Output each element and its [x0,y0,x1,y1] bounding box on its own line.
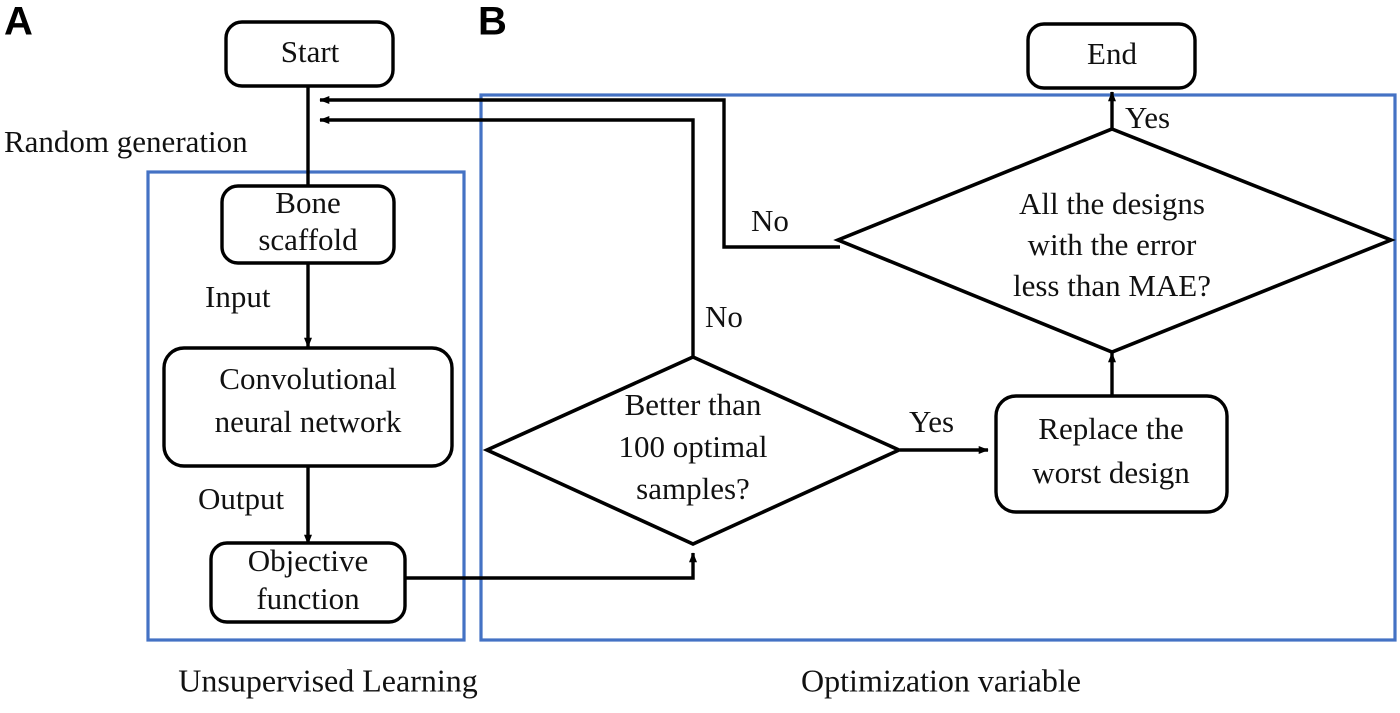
node-all-designs-mae-line2: with the error [1028,227,1197,262]
node-all-designs-mae-line3: less than MAE? [1013,268,1211,303]
node-better-than-samples-line3: samples? [636,471,750,506]
node-convolutional-neural-network[interactable] [162,346,454,468]
node-objective-function[interactable] [209,541,407,624]
edge-mae-decision-no-to-start [319,96,840,249]
edge-label-yes-to-replace: Yes [909,404,954,439]
node-bone-scaffold[interactable] [220,184,396,265]
node-better-than-samples-decision[interactable] [482,355,904,546]
panel-letter-b: B [478,0,507,44]
node-cnn-label-line1: Convolutional [219,361,396,396]
node-start-label: Start [281,34,340,69]
caption-optimization-variable: Optimization variable [801,662,1081,698]
node-start[interactable] [224,20,395,88]
node-bone-scaffold-label-line2: scaffold [258,222,358,257]
node-end[interactable] [1026,22,1197,90]
node-objective-function-label-line1: Objective [248,543,369,578]
node-bone-scaffold-label-line1: Bone [275,185,340,220]
node-objective-function-label-line2: function [256,581,360,616]
edge-label-no-from-mae: No [751,203,789,238]
group-box-unsupervised-learning [146,170,466,642]
node-cnn-label-line2: neural network [215,404,402,439]
edge-label-no-from-samples: No [705,299,743,334]
edge-label-output: Output [198,481,285,516]
node-better-than-samples-line1: Better than [625,387,762,422]
node-replace-worst-design[interactable] [994,394,1229,514]
edge-label-random-generation: Random generation [4,124,248,159]
caption-unsupervised-learning: Unsupervised Learning [178,662,477,698]
node-all-designs-mae-decision[interactable] [833,127,1396,354]
node-replace-worst-design-line1: Replace the [1038,411,1183,446]
group-box-optimization-variable [479,93,1397,642]
node-replace-worst-design-line2: worst design [1032,455,1190,490]
edge-objective-function-to-samples-decision [404,552,697,580]
edge-label-yes-to-end: Yes [1125,100,1170,135]
node-all-designs-mae-line1: All the designs [1019,186,1205,221]
panel-letter-a: A [4,0,33,44]
node-end-label: End [1087,36,1137,71]
node-better-than-samples-line2: 100 optimal [619,429,768,464]
edge-label-input: Input [205,279,271,314]
edge-samples-decision-no-to-start [319,116,695,358]
